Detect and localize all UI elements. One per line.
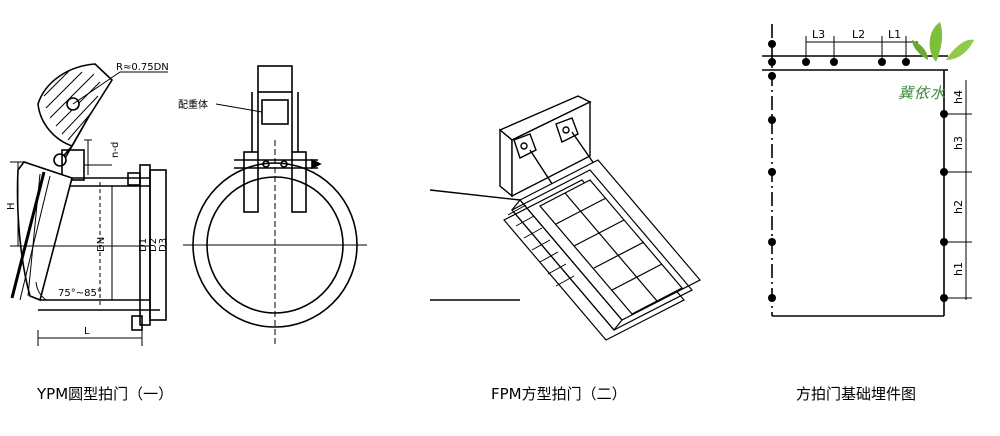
watermark-text: 冀依水 (898, 84, 947, 102)
d1-label: D1 (138, 238, 149, 252)
embed-labels: L3 L2 L1 h4 h3 h2 h1 (812, 28, 965, 276)
embed-bolts (768, 40, 948, 302)
d3-label: D3 (158, 238, 169, 252)
caption-fpm: FPM方型拍门（二） (491, 385, 627, 403)
counterweight-label: 配重体 (178, 98, 208, 111)
l2-label: L2 (852, 28, 865, 41)
dn-label: DN (96, 237, 107, 252)
bolt-count-label: n-d (110, 142, 121, 158)
caption-embed: 方拍门基础埋件图 (796, 385, 917, 403)
h2-label: h2 (952, 200, 965, 214)
h1-label: h1 (952, 262, 965, 276)
ypm-side-view (10, 63, 168, 346)
angle-label: 75°~85° (58, 288, 102, 299)
l3-label: L3 (812, 28, 825, 41)
embed-drawing (762, 24, 972, 317)
watermark-logo (912, 22, 974, 62)
h3-label: h3 (952, 136, 965, 150)
fpm-iso-view (429, 95, 701, 341)
ypm-side-labels: R≈0.75DN n-d H DN D1 D2 D3 75°~85° L (6, 62, 169, 337)
caption-ypm: YPM圆型拍门（一） (37, 385, 174, 403)
h4-label: h4 (952, 90, 965, 104)
height-label: H (6, 202, 17, 210)
l1-label: L1 (888, 28, 901, 41)
d2-label: D2 (148, 238, 159, 252)
ypm-front-view (183, 65, 367, 345)
radius-label: R≈0.75DN (116, 62, 169, 73)
length-label: L (84, 326, 90, 337)
